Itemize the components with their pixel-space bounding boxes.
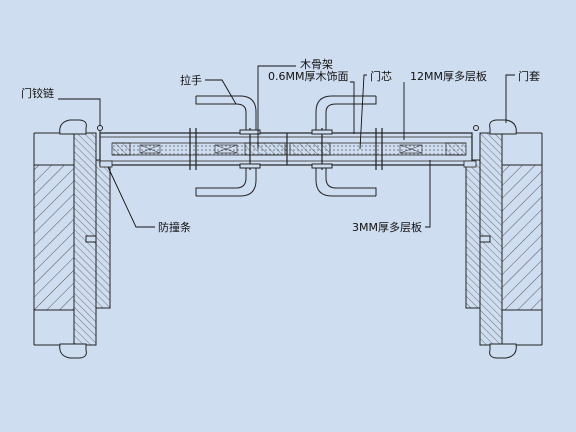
right-wall bbox=[501, 164, 543, 311]
labels: 门铰链 拉手 木骨架 0.6MM厚木饰面 门芯 12MM厚多层板 门套 防撞条 … bbox=[21, 58, 540, 234]
label-plywood-3: 3MM厚多层板 bbox=[352, 220, 422, 234]
label-plywood-12: 12MM厚多层板 bbox=[410, 69, 487, 83]
leader-lines bbox=[58, 65, 515, 228]
door-leaf bbox=[99, 132, 477, 168]
left-bottom-molding bbox=[59, 343, 87, 359]
label-door-core: 门芯 bbox=[370, 69, 392, 83]
left-jamb bbox=[33, 119, 111, 359]
label-bumper-strip: 防撞条 bbox=[158, 220, 191, 234]
right-jamb bbox=[465, 119, 543, 359]
bumper-strip-left bbox=[99, 160, 113, 168]
leader-hinge bbox=[58, 98, 101, 126]
leader-casing bbox=[505, 74, 515, 123]
handle-right bbox=[311, 95, 383, 197]
left-top-molding bbox=[59, 119, 87, 135]
leader-veneer bbox=[350, 81, 355, 134]
left-hinge-icon bbox=[97, 125, 103, 131]
leader-plywood-3 bbox=[425, 160, 431, 228]
right-top-molding bbox=[489, 119, 517, 135]
right-bottom-molding bbox=[489, 343, 517, 359]
label-handle: 拉手 bbox=[180, 73, 202, 87]
leader-door-core bbox=[359, 74, 367, 150]
label-veneer: 0.6MM厚木饰面 bbox=[268, 69, 348, 83]
label-door-casing: 门套 bbox=[518, 69, 540, 83]
left-wall bbox=[33, 164, 75, 311]
leader-bumper bbox=[107, 166, 155, 228]
door-core bbox=[112, 143, 466, 155]
handle-left bbox=[189, 95, 261, 197]
leader-handle bbox=[205, 79, 237, 105]
label-hinge: 门铰链 bbox=[21, 86, 54, 100]
label-wood-frame: 木骨架 bbox=[300, 58, 333, 71]
leader-wood-frame bbox=[257, 65, 296, 149]
wood-frame-block bbox=[244, 142, 286, 156]
